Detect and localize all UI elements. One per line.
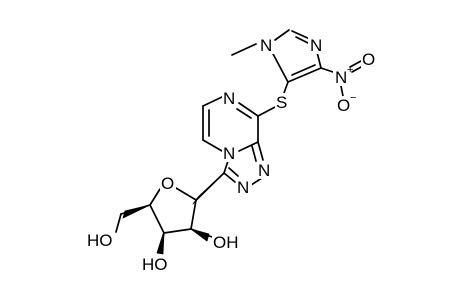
bond-c4-nitro: [320, 67, 334, 73]
bond-n1-c2: [274, 29, 290, 41]
bond-c8-n7: [238, 102, 259, 117]
bond-c8a-n1t: [257, 141, 264, 161]
bond-c4-c5: [287, 67, 322, 83]
bond-nitro-o-top: [349, 60, 362, 68]
atom-oh-left: HO: [87, 231, 113, 250]
bond-methyl: [231, 43, 257, 56]
bond-c3r-c2r: [163, 228, 192, 234]
atom-oh-bottom: HO: [142, 255, 168, 274]
bond-n1t-n2t: [250, 177, 263, 186]
atom-n-nitro: N: [335, 68, 347, 87]
bond-c5-s: [283, 81, 289, 94]
bond-c5-n1: [271, 51, 289, 83]
bond-c4r-c3r: [149, 204, 165, 234]
atom-n-methyl: N: [260, 36, 272, 55]
atom-s: S: [276, 93, 287, 112]
wedge-c4r: [122, 204, 151, 219]
stereo-wedges: [122, 172, 225, 255]
bond-s-c8: [257, 105, 278, 117]
wedge-c3r: [156, 232, 165, 255]
atom-o-nitro-top: O: [362, 50, 375, 69]
wedge-c1r: [192, 172, 225, 205]
atom-n-imidazole: N: [310, 36, 322, 55]
nitro-charge: +: [347, 64, 353, 76]
bond-nitro-o-bottom: [340, 85, 344, 97]
atom-oh-right: OH: [213, 233, 239, 252]
atom-n-bridge: N: [223, 144, 235, 163]
wedge-c2r: [190, 228, 210, 242]
bond-n7-c6: [202, 96, 223, 107]
bond-c8-n7-double: [236, 108, 252, 119]
atom-o-ring: O: [161, 174, 174, 193]
atom-n-pyrazine: N: [223, 89, 235, 108]
bonds: [115, 29, 364, 254]
atom-labels: N N N + O O − S N N N N O HO HO: [86, 36, 377, 274]
bond-o-c4r: [149, 188, 161, 206]
bond-c5p-n4: [202, 139, 223, 152]
bond-n4-c8a: [238, 141, 259, 152]
bond-c4-c5-double: [291, 64, 316, 76]
bond-c2-n3-double: [295, 36, 311, 45]
bond-c5r-oh: [115, 213, 122, 233]
atom-n-triazole-2: N: [237, 178, 249, 197]
bond-c8a-n1t-double: [251, 145, 257, 162]
atom-o-nitro-bottom: O: [337, 96, 350, 115]
bond-n2t-c3t: [223, 172, 236, 183]
bond-n3-c4: [316, 51, 322, 69]
bond-c1r-o: [175, 187, 197, 201]
atom-n-triazole-1: N: [258, 161, 270, 180]
bond-n2t-c3t-double: [228, 167, 239, 177]
bond-c2r-c1r: [190, 199, 197, 230]
o-nitro-charge: −: [350, 92, 356, 104]
